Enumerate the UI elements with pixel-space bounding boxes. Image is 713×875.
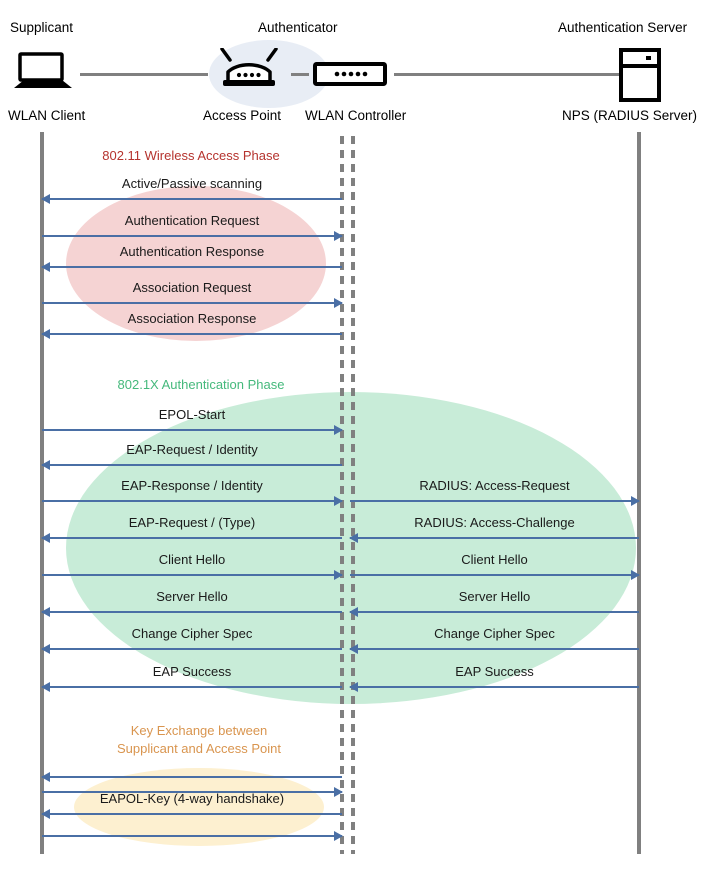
arrowhead-left-icon: [41, 607, 50, 617]
message-label: Client Hello: [158, 552, 226, 567]
arrowhead-left-icon: [41, 682, 50, 692]
message-label: RADIUS: Access-Request: [419, 478, 570, 493]
link-client-to-ap: [80, 73, 208, 76]
link-ap-to-controller: [291, 73, 309, 76]
message-label: Client Hello: [461, 552, 528, 567]
lifeline-access-point: [340, 132, 344, 854]
message-label: Server Hello: [156, 589, 228, 604]
message-label: EAP-Request / (Type): [128, 515, 256, 530]
message-label: EAP Success: [455, 664, 534, 679]
arrowhead-left-icon: [41, 262, 50, 272]
server-icon: [618, 48, 662, 107]
message-label: Server Hello: [458, 589, 531, 604]
message-label: EAP Success: [152, 664, 232, 679]
arrowhead-left-icon: [41, 644, 50, 654]
message-label: EAP-Response / Identity: [121, 478, 263, 493]
actor-device-nps-radius-server: NPS (RADIUS Server): [562, 108, 698, 123]
wlan-controller-icon: [313, 62, 387, 91]
lifeline-wlan-controller: [351, 132, 355, 854]
message-label: Change Cipher Spec: [131, 626, 253, 641]
lifeline-auth-server: [637, 132, 641, 854]
actor-role-auth-server: Authentication Server: [558, 20, 688, 35]
arrowhead-right-icon: [334, 425, 343, 435]
arrowhead-left-icon: [349, 644, 358, 654]
lifeline-supplicant: [40, 132, 44, 854]
arrowhead-left-icon: [41, 533, 50, 543]
access-point-icon: [218, 47, 286, 97]
arrowhead-right-icon: [334, 831, 343, 841]
phase-label-key-exchange: Key Exchange between Supplicant and Acce…: [116, 723, 282, 757]
phase-ellipse-key-exchange: [74, 768, 324, 846]
arrowhead-right-icon: [334, 787, 343, 797]
actor-role-authenticator: Authenticator: [258, 20, 338, 35]
message-label: EAPOL-Key (4-way handshake): [99, 791, 285, 806]
arrowhead-left-icon: [41, 194, 50, 204]
arrowhead-left-icon: [41, 809, 50, 819]
arrowhead-left-icon: [349, 682, 358, 692]
arrowhead-right-icon: [631, 496, 640, 506]
actor-device-wlan-controller: WLAN Controller: [305, 108, 407, 123]
arrowhead-right-icon: [334, 231, 343, 241]
message-label: Change Cipher Spec: [434, 626, 555, 641]
message-label: EPOL-Start: [158, 407, 226, 422]
actor-role-supplicant: Supplicant: [10, 20, 74, 35]
message-label: Association Response: [127, 311, 257, 326]
message-label: Active/Passive scanning: [121, 176, 263, 191]
phase-ellipse-wireless-access: [66, 186, 326, 341]
arrowhead-left-icon: [349, 533, 358, 543]
laptop-icon: [12, 52, 74, 97]
message-label: Authentication Request: [124, 213, 260, 228]
arrowhead-left-icon: [41, 460, 50, 470]
message-label: RADIUS: Access-Challenge: [414, 515, 575, 530]
phase-label-wireless-access: 802.11 Wireless Access Phase: [102, 148, 280, 163]
link-controller-to-server: [394, 73, 619, 76]
arrowhead-left-icon: [41, 329, 50, 339]
message-label: EAP-Request / Identity: [126, 442, 258, 457]
actor-device-wlan-client: WLAN Client: [8, 108, 86, 123]
phase-label-dot1x-auth: 802.1X Authentication Phase: [117, 377, 285, 392]
arrowhead-right-icon: [334, 496, 343, 506]
arrowhead-right-icon: [334, 570, 343, 580]
message-label: Association Request: [132, 280, 252, 295]
arrowhead-right-icon: [631, 570, 640, 580]
message-label: Authentication Response: [119, 244, 265, 259]
arrowhead-left-icon: [349, 607, 358, 617]
actor-device-access-point: Access Point: [203, 108, 282, 123]
arrowhead-left-icon: [41, 772, 50, 782]
arrowhead-right-icon: [334, 298, 343, 308]
